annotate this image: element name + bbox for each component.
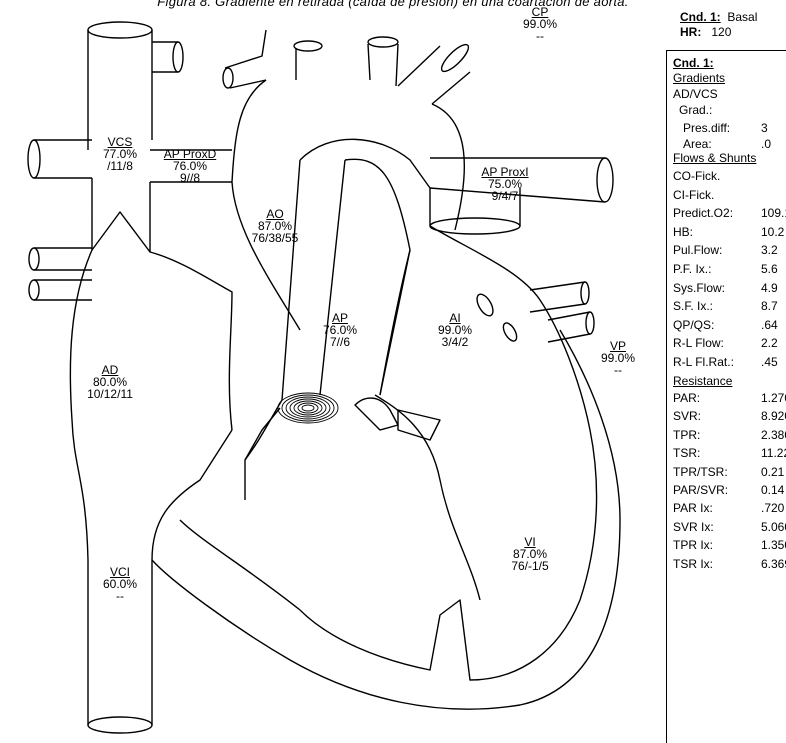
row-value: 8.920 [761, 409, 786, 423]
chamber-pressure: -- [90, 590, 150, 602]
row-key: P.F. Ix.: [673, 262, 711, 276]
gradients-header: Gradients [673, 71, 725, 85]
label-vcs: VCS 77.0% /11/8 [85, 136, 155, 172]
chamber-pressure: 9/4/7 [465, 190, 545, 202]
label-vci: VCI 60.0% -- [90, 566, 150, 602]
chamber-pressure: -- [588, 364, 648, 376]
row-key: TPR: [673, 428, 700, 442]
row-value: 2.380 [761, 428, 786, 442]
panel-title: Cnd. 1: [673, 56, 714, 70]
label-vi: VI 87.0% 76/-1/5 [490, 536, 570, 572]
row-value: 2.2 [761, 336, 778, 350]
row-value: 1.350 [761, 538, 786, 552]
row-key: TSR: [673, 446, 700, 460]
label-vp: VP 99.0% -- [588, 340, 648, 376]
label-cp: CP 99.0% -- [510, 6, 570, 42]
row-value: .64 [761, 318, 778, 332]
row-key: R-L Flow: [673, 336, 724, 350]
row-value: .45 [761, 355, 778, 369]
chamber-pressure: 9//8 [150, 172, 230, 184]
results-panel: Cnd. 1: Gradients AD/VCS Grad.: Flows & … [666, 50, 786, 743]
coil-device [278, 393, 338, 423]
flows-header: Flows & Shunts [673, 151, 756, 165]
row-key: SVR Ix: [673, 520, 714, 534]
row-key: TSR Ix: [673, 557, 713, 571]
row-key: R-L Fl.Rat.: [673, 355, 734, 369]
label-ap-proxd: AP ProxD 76.0% 9//8 [150, 148, 230, 184]
row-value: 3 [761, 121, 768, 135]
chamber-pressure: 7//6 [310, 336, 370, 348]
row-key: TPR Ix: [673, 538, 713, 552]
hr-label: HR: [680, 25, 701, 39]
row-key: CO-Fick. [673, 169, 720, 183]
row-key: Sys.Flow: [673, 281, 725, 295]
row-value: 5.060 [761, 520, 786, 534]
row-key: Area: [683, 137, 712, 151]
row-key: CI-Fick. [673, 188, 714, 202]
row-value: 0.14 [761, 483, 784, 497]
row-value: 5.6 [761, 262, 778, 276]
superior-vena-cava [88, 22, 183, 150]
chamber-pressure: 10/12/11 [70, 388, 150, 400]
label-ao: AO 87.0% 76/38/55 [235, 208, 315, 244]
chamber-pressure: -- [510, 30, 570, 42]
row-value: 109.1 [761, 206, 786, 220]
label-ap: AP 76.0% 7//6 [310, 312, 370, 348]
label-ap-proxi: AP ProxI 75.0% 9/4/7 [465, 166, 545, 202]
right-atrium [70, 178, 232, 733]
valves [245, 398, 440, 460]
row-key: QP/QS: [673, 318, 714, 332]
row-key: Predict.O2: [673, 206, 733, 220]
condition-label: Cnd. 1: [680, 10, 721, 24]
label-ai: AI 99.0% 3/4/2 [425, 312, 485, 348]
chamber-pressure: 3/4/2 [425, 336, 485, 348]
hr-value: 120 [711, 25, 731, 39]
row-value: 11.22 [761, 446, 786, 460]
row-key: HB: [673, 225, 693, 239]
row-value: 4.9 [761, 281, 778, 295]
row-key: S.F. Ix.: [673, 299, 713, 313]
row-key: PAR Ix: [673, 501, 713, 515]
row-value: 8.7 [761, 299, 778, 313]
row-value: 6.369 [761, 557, 786, 571]
left-heart [152, 226, 620, 709]
row-value: 0.21 [761, 465, 784, 479]
condition-header: Cnd. 1: Basal HR: 120 [680, 10, 757, 40]
chamber-pressure: /11/8 [85, 160, 155, 172]
gradient-site-label: AD/VCS [673, 87, 718, 101]
label-ad: AD 80.0% 10/12/11 [70, 364, 150, 400]
row-value: .0 [761, 137, 771, 151]
row-key: TPR/TSR: [673, 465, 728, 479]
row-key: Pul.Flow: [673, 243, 722, 257]
row-key: SVR: [673, 409, 701, 423]
row-key: PAR/SVR: [673, 483, 728, 497]
aortic-arch [223, 30, 472, 330]
condition-value: Basal [727, 10, 757, 24]
row-value: 1.270 [761, 391, 786, 405]
resistance-header: Resistance [673, 374, 732, 388]
row-value: .720 [761, 501, 784, 515]
row-key: PAR: [673, 391, 700, 405]
row-value: 3.2 [761, 243, 778, 257]
chamber-pressure: 76/-1/5 [490, 560, 570, 572]
chamber-pressure: 76/38/55 [235, 232, 315, 244]
row-value: 10.2 [761, 225, 784, 239]
row-key: Pres.diff: [683, 121, 730, 135]
grad-label: Grad.: [679, 103, 712, 117]
